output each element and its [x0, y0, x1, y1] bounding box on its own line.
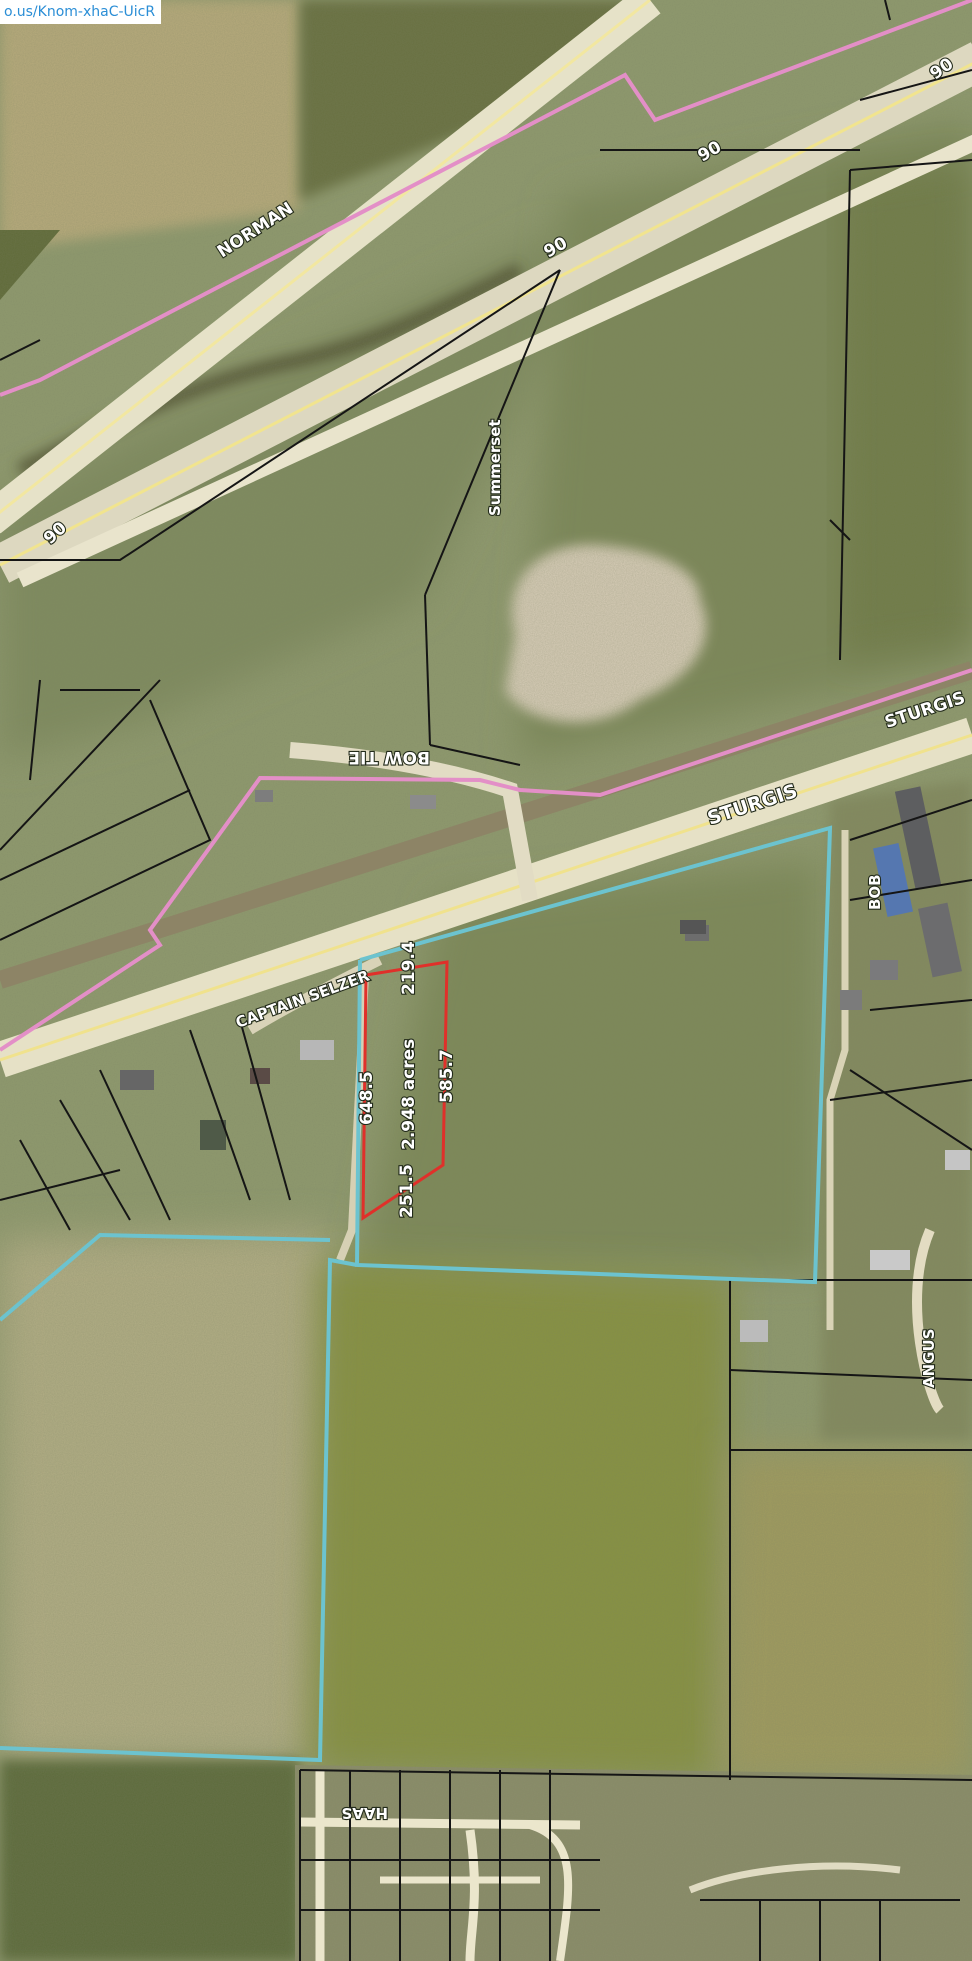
county-boundary — [0, 0, 972, 1052]
road-label-bow-tie: BOW TIE — [348, 747, 430, 767]
road-label-angus: ANGUS — [920, 1329, 938, 1388]
road-label-haas: HAAS — [341, 1804, 388, 1822]
road-label-summerset: Summerset — [486, 419, 504, 516]
parcel-dim-bottom: 251.5 — [397, 1164, 417, 1218]
parcel-dim-left: 648.5 — [357, 1071, 377, 1125]
district-boundary — [0, 825, 833, 1763]
url-fragment[interactable]: o.us/Knom-xhaC-UicR — [0, 0, 162, 24]
road-label-bob: BOB — [866, 874, 884, 910]
parcel-dim-right: 585.7 — [437, 1049, 457, 1103]
parcel-dim-top: 219.4 — [399, 941, 419, 995]
parcel-acreage-label: 2.948 acres — [399, 1039, 419, 1150]
subject-parcel[interactable] — [361, 960, 449, 1221]
buildings-layer — [120, 786, 970, 1342]
